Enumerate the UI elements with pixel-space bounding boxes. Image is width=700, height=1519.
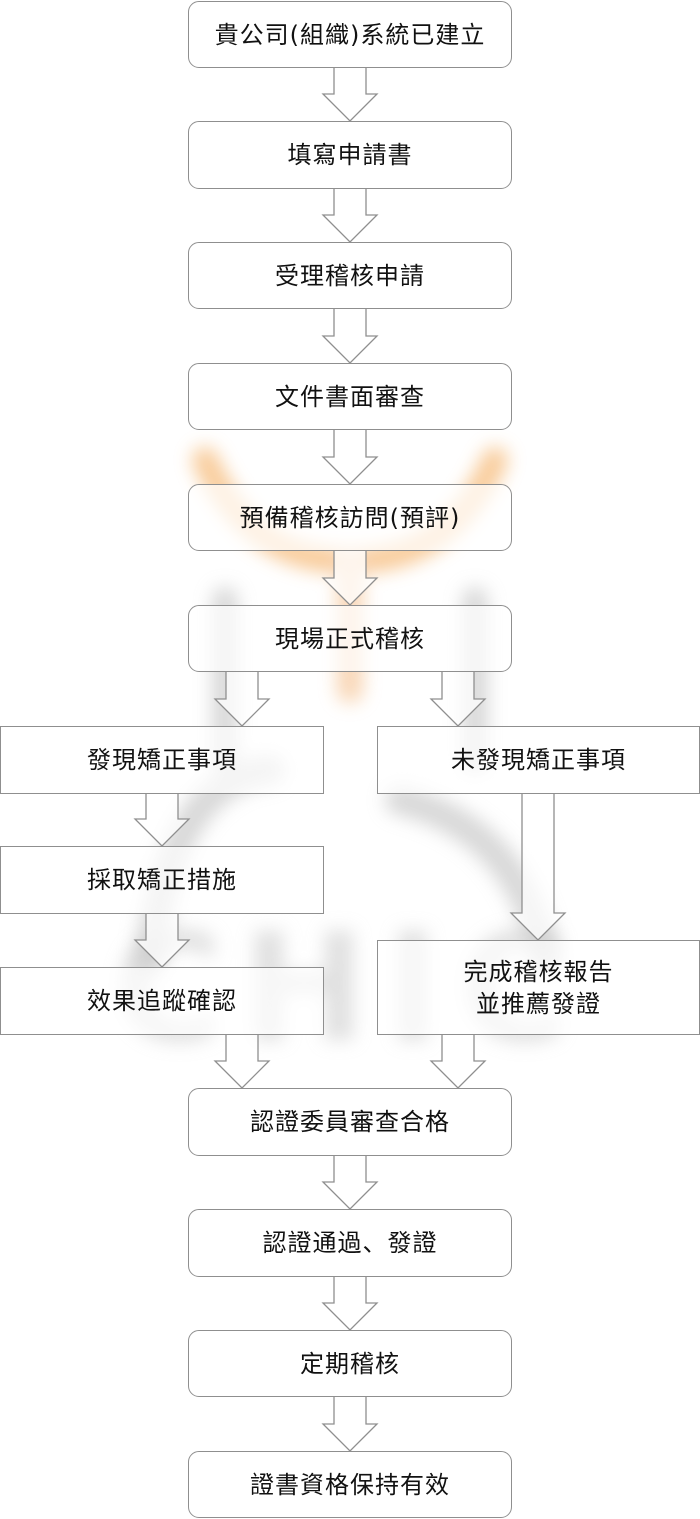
step-label: 受理稽核申請 [275,261,425,290]
arrow-bl1-bl2-icon [133,793,191,847]
step-label: 填寫申請書 [287,141,413,169]
step-label: 預備稽核訪問(預評) [239,503,461,532]
step-label: 認證通過、發證 [262,1229,438,1257]
arrow-b1-b2-icon [321,67,379,122]
arrow-b8-b9-icon [321,1276,379,1331]
step-label: 現場正式稽核 [275,624,425,653]
step-pre-audit-visit: 預備稽核訪問(預評) [188,484,512,551]
arrow-bl3-b7-icon [213,1034,271,1089]
step-label-line-2: 並推薦發證 [476,989,601,1018]
step-fill-application: 填寫申請書 [188,121,512,189]
step-complete-report-recommend: 完成稽核報告 並推薦發證 [377,940,700,1035]
step-label: 發現矯正事項 [87,746,237,774]
step-follow-up-verification: 效果追蹤確認 [0,967,324,1035]
step-committee-review-passed: 認證委員審查合格 [188,1088,512,1156]
step-label: 貴公司(組織)系統已建立 [214,20,486,49]
watermark-arch-right [385,785,560,975]
arrow-br2-b7-icon [429,1034,487,1089]
step-document-review: 文件書面審查 [188,363,512,430]
step-periodic-audit: 定期稽核 [188,1330,512,1397]
arrow-b4-b5-icon [321,430,379,485]
arrow-b9-b10-icon [321,1397,379,1452]
step-certificate-remains-valid: 證書資格保持有效 [188,1451,512,1518]
step-label: 效果追蹤確認 [87,987,237,1015]
arrow-b5-b6-icon [321,551,379,606]
step-no-corrective-items: 未發現矯正事項 [377,726,700,794]
arrow-br1-br2-icon [509,793,567,941]
step-label: 未發現矯正事項 [451,746,626,774]
step-label: 文件書面審查 [275,382,425,411]
step-take-corrective-action: 採取矯正措施 [0,846,324,914]
step-label: 認證委員審查合格 [250,1108,450,1136]
arrow-b2-b3-icon [321,188,379,243]
step-system-established: 貴公司(組織)系統已建立 [188,1,512,68]
step-certified-issued: 認證通過、發證 [188,1209,512,1277]
step-onsite-formal-audit: 現場正式稽核 [188,605,512,672]
arrow-b7-b8-icon [321,1155,379,1210]
step-label: 證書資格保持有效 [250,1470,450,1499]
arrow-b3-b4-icon [321,309,379,364]
step-label-line-1: 完成稽核報告 [463,957,614,986]
arrow-b6-left-branch-icon [213,672,271,727]
step-accept-audit-application: 受理稽核申請 [188,242,512,309]
arrow-bl2-bl3-icon [133,913,191,968]
step-label: 採取矯正措施 [87,866,237,894]
step-label: 定期稽核 [300,1349,400,1378]
step-corrective-items-found: 發現矯正事項 [0,726,324,794]
arrow-b6-right-branch-icon [429,672,487,727]
